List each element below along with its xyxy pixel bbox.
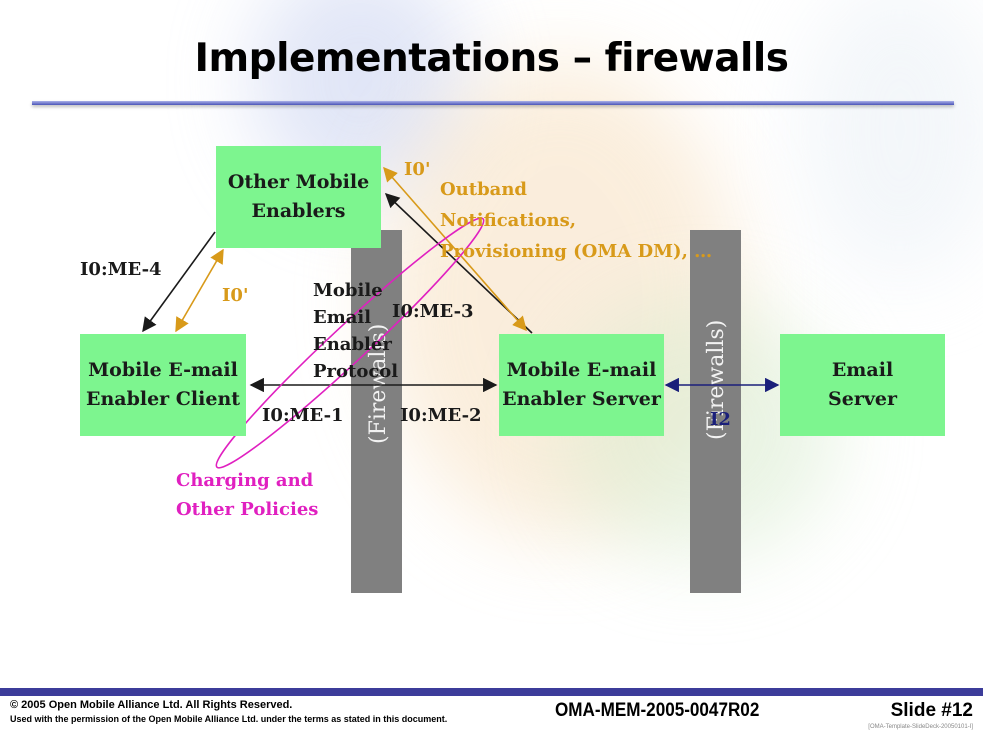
node-label-line: Email [831,359,894,381]
protocol-line: Enabler [313,334,392,355]
label-io-me2: I0:ME-2 [400,405,482,426]
label-io-top: I0' [404,159,431,180]
title-rule [32,101,954,105]
charging-line: Charging and [176,470,314,491]
charging-policy-ellipse [215,217,485,469]
outband-line: Notifications, [440,210,576,231]
footer-bar [0,688,983,696]
node-email-server: Email Server [780,334,945,436]
node-mobile-email-enabler-client: Mobile E-mail Enabler Client [80,334,246,436]
arrow-io-top [383,166,527,332]
footer-copyright: © 2005 Open Mobile Alliance Ltd. All Rig… [10,699,293,711]
label-io-me1: I0:ME-1 [262,405,344,426]
node-mobile-email-enabler-server: Mobile E-mail Enabler Server [499,334,664,436]
footer-permission: Used with the permission of the Open Mob… [10,714,448,724]
node-label-line: Enablers [251,200,346,222]
node-label-line: Other Mobile [227,171,370,193]
node-label-line: Server [828,388,897,410]
label-charging-policies: Charging and Other Policies [176,466,318,524]
label-io-me4: I0:ME-4 [80,259,162,280]
node-other-mobile-enablers: Other Mobile Enablers [216,146,381,248]
label-io-me3: I0:ME-3 [392,301,474,322]
outband-line: Provisioning (OMA DM), … [440,241,713,262]
label-mobile-email-enabler-protocol: Mobile Email Enabler Protocol [313,277,398,385]
node-label-line: Mobile E-mail [506,359,657,381]
protocol-line: Email [313,307,372,328]
footer-slide-number: Slide #12 [890,700,973,721]
label-outband-notifications: Outband Notifications, Provisioning (OMA… [440,174,712,267]
footer-document-id: OMA-MEM-2005-0047R02 [555,700,760,721]
node-label-line: Enabler Client [85,388,241,410]
node-label-line: Mobile E-mail [88,359,238,381]
charging-line: Other Policies [176,499,319,520]
arrow-io-left [175,248,224,333]
footer-template-ref: [OMA-Template-SlideDeck-20050101-I] [868,724,973,730]
node-label-line: Enabler Server [502,388,661,410]
label-io-left: I0' [222,285,249,306]
firewall-bar-right [690,230,741,593]
slide-title: Implementations – firewalls [194,36,789,81]
label-i2: I2 [710,409,731,430]
protocol-line: Mobile [313,280,383,301]
outband-line: Outband [440,179,528,200]
protocol-line: Protocol [313,361,399,382]
